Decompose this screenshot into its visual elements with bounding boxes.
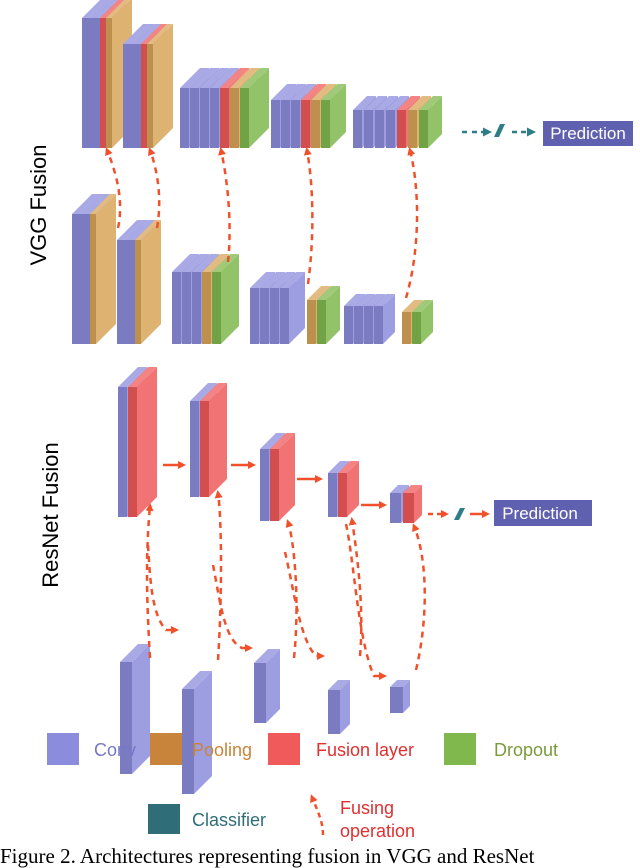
vgg-fusion-title: VGG Fusion: [26, 144, 51, 265]
conv-layer: [328, 680, 350, 734]
fusing-arrow: [303, 147, 314, 285]
dropout-layer: [419, 96, 442, 148]
dropout-layer: [412, 300, 433, 344]
conv-layer: [254, 649, 280, 723]
vgg-prediction-label: Prediction: [550, 124, 626, 143]
fusing-arrow: [404, 147, 419, 299]
conv-layer: [182, 671, 212, 794]
fusing-arrow: [348, 517, 363, 657]
fusing-arrow: [145, 503, 154, 659]
legend-fusion-swatch: [268, 733, 300, 765]
fusion-layer: [403, 485, 422, 523]
legend-conv-label: Conv: [94, 740, 136, 760]
legend-pooling-swatch: [150, 733, 182, 765]
legend-dropout-label: Dropout: [494, 740, 558, 760]
legend-dropout-swatch: [444, 733, 476, 765]
legend-pooling-label: Pooling: [192, 740, 252, 760]
vgg-classifier: [462, 124, 536, 137]
legend: Conv Pooling Fusion layer Dropout Classi…: [47, 733, 558, 841]
resnet-prediction-box: Prediction: [494, 500, 592, 526]
legend-conv-swatch: [47, 733, 79, 765]
fusing-arrow: [214, 490, 223, 661]
resnet-top-stream: [118, 367, 422, 523]
dropout-layer: [317, 286, 340, 344]
fusing-arrow: [146, 544, 179, 634]
fusion-layer: [270, 433, 295, 521]
conv-layer: [120, 644, 150, 774]
fusing-arrow: [218, 147, 231, 263]
fusing-arrow: [147, 147, 161, 229]
figure-caption: Figure 2. Architectures representing fus…: [0, 844, 535, 868]
fusing-arrow: [412, 523, 427, 671]
dropout-layer: [240, 68, 269, 148]
legend-fusing-label-line2: operation: [340, 821, 415, 841]
classifier-icon: [494, 124, 505, 137]
legend-fusion-label: Fusion layer: [316, 740, 414, 760]
fusion-architecture-diagram: VGG Fusion ResNet Fusion Prediction Pred…: [26, 0, 633, 841]
dropout-layer: [212, 254, 239, 344]
fusing-arrow: [344, 523, 387, 680]
pooling-layer: [90, 194, 116, 344]
dropout-layer: [321, 84, 346, 148]
conv-layer: [374, 294, 395, 344]
fusion-layer: [338, 461, 359, 517]
fusing-arrow: [211, 564, 253, 652]
fusing-arrow: [283, 551, 325, 660]
vgg-top-stream: [82, 0, 442, 148]
resnet-fusion-title: ResNet Fusion: [38, 442, 63, 588]
classifier-icon: [454, 508, 465, 520]
resnet-bottom-stream: [120, 644, 410, 794]
pooling-layer: [147, 24, 173, 148]
legend-fusing-label-line1: Fusing: [340, 798, 394, 818]
pooling-layer: [135, 220, 161, 344]
vgg-prediction-box: Prediction: [543, 121, 633, 146]
legend-fusing-arrow-icon: [310, 794, 325, 836]
resnet-classifier: [428, 508, 490, 520]
fusion-layer: [128, 367, 157, 517]
conv-layer: [280, 272, 305, 344]
legend-classifier-swatch: [148, 804, 180, 834]
resnet-prediction-label: Prediction: [502, 504, 578, 523]
conv-layer: [390, 680, 410, 713]
vgg-bottom-stream: [72, 194, 433, 344]
fusion-layer: [200, 383, 227, 497]
legend-classifier-label: Classifier: [192, 810, 266, 830]
fusion-arrows: [105, 147, 427, 680]
